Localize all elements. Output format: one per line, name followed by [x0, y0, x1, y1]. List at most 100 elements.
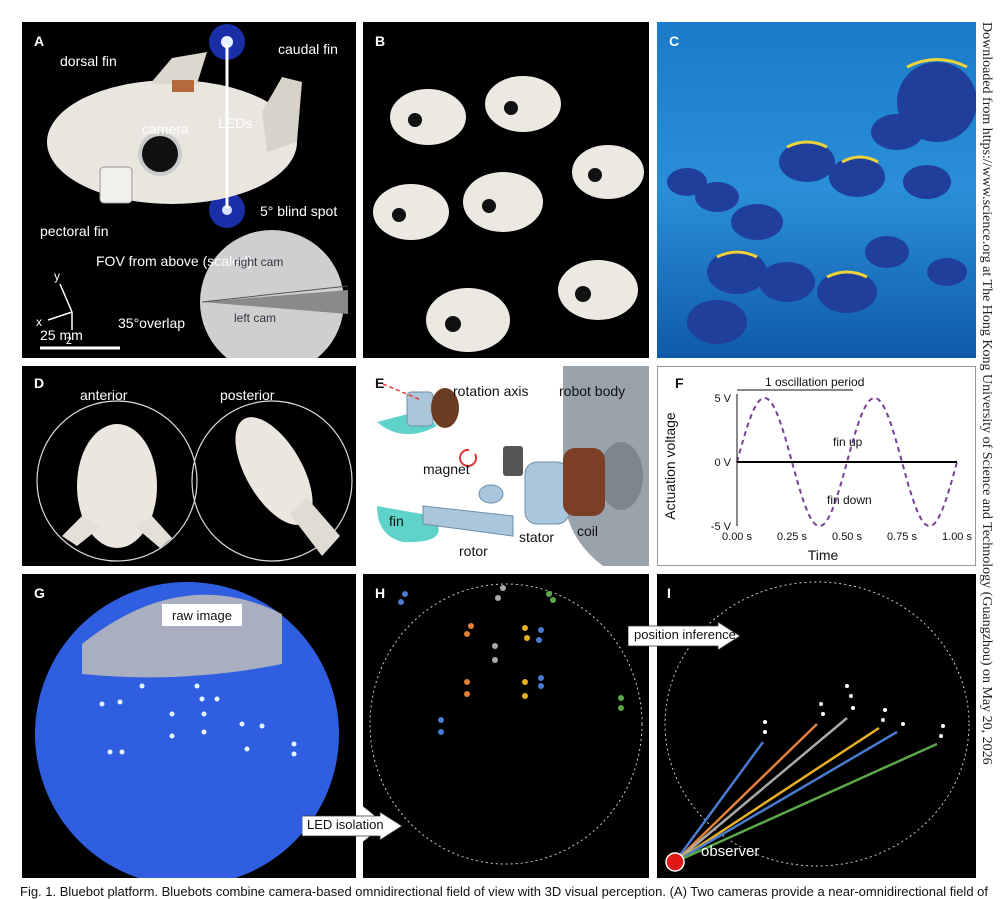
panel-a: A dorsal fin caudal fin LEDs camera pect… — [22, 22, 356, 358]
raw-camera-image: raw image G — [34, 582, 339, 878]
dorsal-fin — [150, 52, 207, 84]
x-tick-label: 0.25 s — [777, 531, 807, 543]
observer-label: observer — [701, 843, 759, 860]
camera-label: camera — [142, 121, 189, 137]
rotation-label: rotation axis — [453, 383, 528, 399]
stator-label: stator — [519, 529, 554, 545]
axis-x-label: x — [36, 315, 42, 329]
position-inference-callout: position inference — [627, 621, 741, 651]
panel-label: A — [34, 33, 44, 49]
posterior-label: posterior — [220, 387, 275, 403]
led-isolation-callout: LED isolation — [301, 811, 403, 841]
x-axis-label: Time — [808, 547, 839, 563]
led-dots — [398, 585, 624, 735]
panel-label: C — [669, 33, 679, 49]
x-tick-label: 0.75 s — [887, 531, 917, 543]
robot-posterior-view — [235, 417, 313, 525]
robot-fish — [426, 288, 510, 352]
panel-b: B — [363, 22, 649, 358]
fin-up-label: fin up — [833, 435, 863, 449]
anterior-label: anterior — [80, 387, 128, 403]
blind-spot-label: 5° blind spot — [260, 203, 337, 219]
robot-fish — [485, 76, 561, 132]
observer-marker — [665, 852, 685, 872]
period-label: 1 oscillation period — [765, 375, 864, 389]
panel-label: H — [375, 585, 385, 601]
voltage-chart: F 1 oscillation period fin up fin down A… — [657, 366, 976, 566]
panel-e: E rotation axis robot body magnet coil f… — [363, 366, 649, 566]
dorsal-fin-label: dorsal fin — [60, 53, 117, 69]
camera-boundary — [369, 583, 643, 865]
panel-c: C — [657, 22, 976, 358]
y-axis-label: Actuation voltage — [662, 412, 678, 520]
panel-frame — [657, 366, 976, 566]
actuator-exploded-view: E rotation axis robot body magnet coil f… — [375, 366, 649, 566]
x-tick-label: 0.00 s — [722, 531, 752, 543]
robot-body-label: robot body — [559, 383, 625, 399]
panel-f: F 1 oscillation period fin up fin down A… — [657, 366, 976, 566]
inferred-positions — [763, 684, 945, 738]
led-isolation-label: LED isolation — [307, 817, 384, 832]
magnet-label: magnet — [423, 461, 470, 477]
y-tick-label: 0 V — [714, 457, 731, 469]
stator-shape — [524, 461, 570, 525]
overlap-label: 35°overlap — [118, 315, 185, 331]
pectoral-fin — [99, 166, 133, 204]
panel-h: H — [363, 574, 649, 878]
fin-down-label: fin down — [827, 493, 872, 507]
x-tick-label: 0.50 s — [832, 531, 862, 543]
right-cam-label: right cam — [234, 255, 283, 269]
robot-group-figure: B — [373, 33, 644, 352]
led-isolation-figure: H — [363, 583, 643, 865]
raw-image-label: raw image — [172, 608, 232, 623]
figure-caption: Fig. 1. Bluebot platform. Bluebots combi… — [20, 884, 989, 899]
camera-lens — [138, 132, 182, 176]
caudal-fin — [262, 77, 302, 152]
robot-anterior-view — [77, 424, 157, 548]
coil-shape — [563, 448, 605, 516]
leds-label: LEDs — [218, 115, 252, 131]
left-cam-label: left cam — [234, 311, 276, 325]
fov-label: FOV from above (scaled) — [96, 253, 252, 269]
position-inference-figure: observer I — [664, 581, 970, 872]
panel-i: observer I — [657, 574, 976, 878]
panel-a-figure: A dorsal fin caudal fin LEDs camera pect… — [34, 24, 349, 358]
robot-fish — [558, 260, 638, 320]
panel-g: raw image G — [22, 574, 356, 878]
voltage-series-line — [736, 396, 958, 528]
fin-label: fin — [389, 513, 404, 529]
scale-label: 25 mm — [40, 327, 83, 343]
coil-label: coil — [577, 523, 598, 539]
y-tick-label: -5 V — [711, 521, 732, 533]
robot-fish — [373, 184, 449, 240]
fish-school-photo: C — [667, 33, 976, 344]
caudal-fin-label: caudal fin — [278, 41, 338, 57]
panel-label: I — [667, 585, 671, 601]
panel-label: B — [375, 33, 385, 49]
axis-y-label: y — [54, 269, 60, 283]
pectoral-fin-label: pectoral fin — [40, 223, 108, 239]
robot-fish — [463, 172, 543, 232]
download-watermark: Downloaded from https://www.science.org … — [978, 22, 998, 882]
panel-d-figure: D anterior posterior — [34, 375, 353, 562]
panel-label: G — [34, 585, 45, 601]
panel-d: D anterior posterior — [22, 366, 356, 566]
magnet-shape — [503, 446, 523, 476]
x-tick-label: 1.00 s — [942, 531, 972, 543]
download-watermark-text: Downloaded from https://www.science.org … — [979, 22, 994, 765]
observer-rays — [673, 717, 938, 864]
axis-z-label: z — [66, 333, 72, 347]
panel-label: E — [375, 375, 384, 391]
rotor-shape — [422, 505, 514, 537]
axes-icon — [47, 283, 73, 330]
panel-label: F — [675, 375, 684, 391]
position-inference-label: position inference — [634, 627, 736, 642]
y-tick-label: 5 V — [714, 393, 731, 405]
rotation-arrow-icon — [459, 448, 478, 467]
panel-label: D — [34, 375, 44, 391]
robot-fish — [390, 89, 466, 145]
robot-fish — [572, 145, 644, 199]
camera-boundary — [664, 581, 970, 867]
coil-top — [431, 388, 459, 428]
rotor-label: rotor — [459, 543, 488, 559]
